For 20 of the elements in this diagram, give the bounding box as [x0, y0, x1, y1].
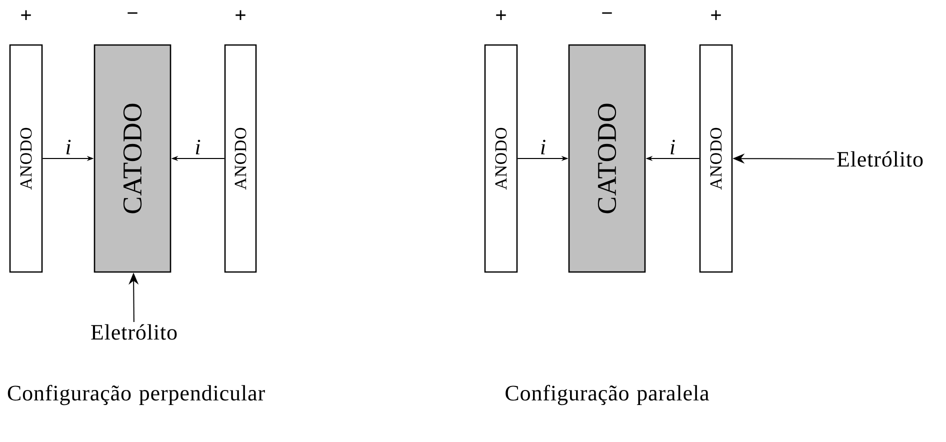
edge-label: i: [670, 140, 675, 154]
edge-label: i: [66, 140, 71, 154]
polarity-sign: +: [496, 10, 506, 20]
caption: Configuração perpendicular: [8, 384, 265, 406]
electrolyte-label: Eletrólito: [837, 151, 923, 167]
edge-label: i: [541, 140, 546, 154]
polarity-sign: +: [21, 10, 31, 20]
anode-plate: ANODO: [224, 44, 257, 273]
electrolyte-label: Eletrólito: [91, 324, 177, 340]
anode-plate: ANODO: [699, 44, 733, 273]
polarity-sign: +: [236, 10, 246, 20]
anode-plate: ANODO: [9, 44, 43, 273]
anode-plate: ANODO: [484, 44, 518, 273]
polarity-sign: +: [711, 10, 721, 20]
caption: Configuração paralela: [506, 384, 710, 406]
polarity-sign: −: [128, 12, 138, 14]
edge-label: i: [196, 140, 200, 154]
cathode-plate: CATODO: [568, 44, 646, 273]
cathode-plate: CATODO: [94, 44, 172, 273]
polarity-sign: −: [602, 12, 612, 14]
